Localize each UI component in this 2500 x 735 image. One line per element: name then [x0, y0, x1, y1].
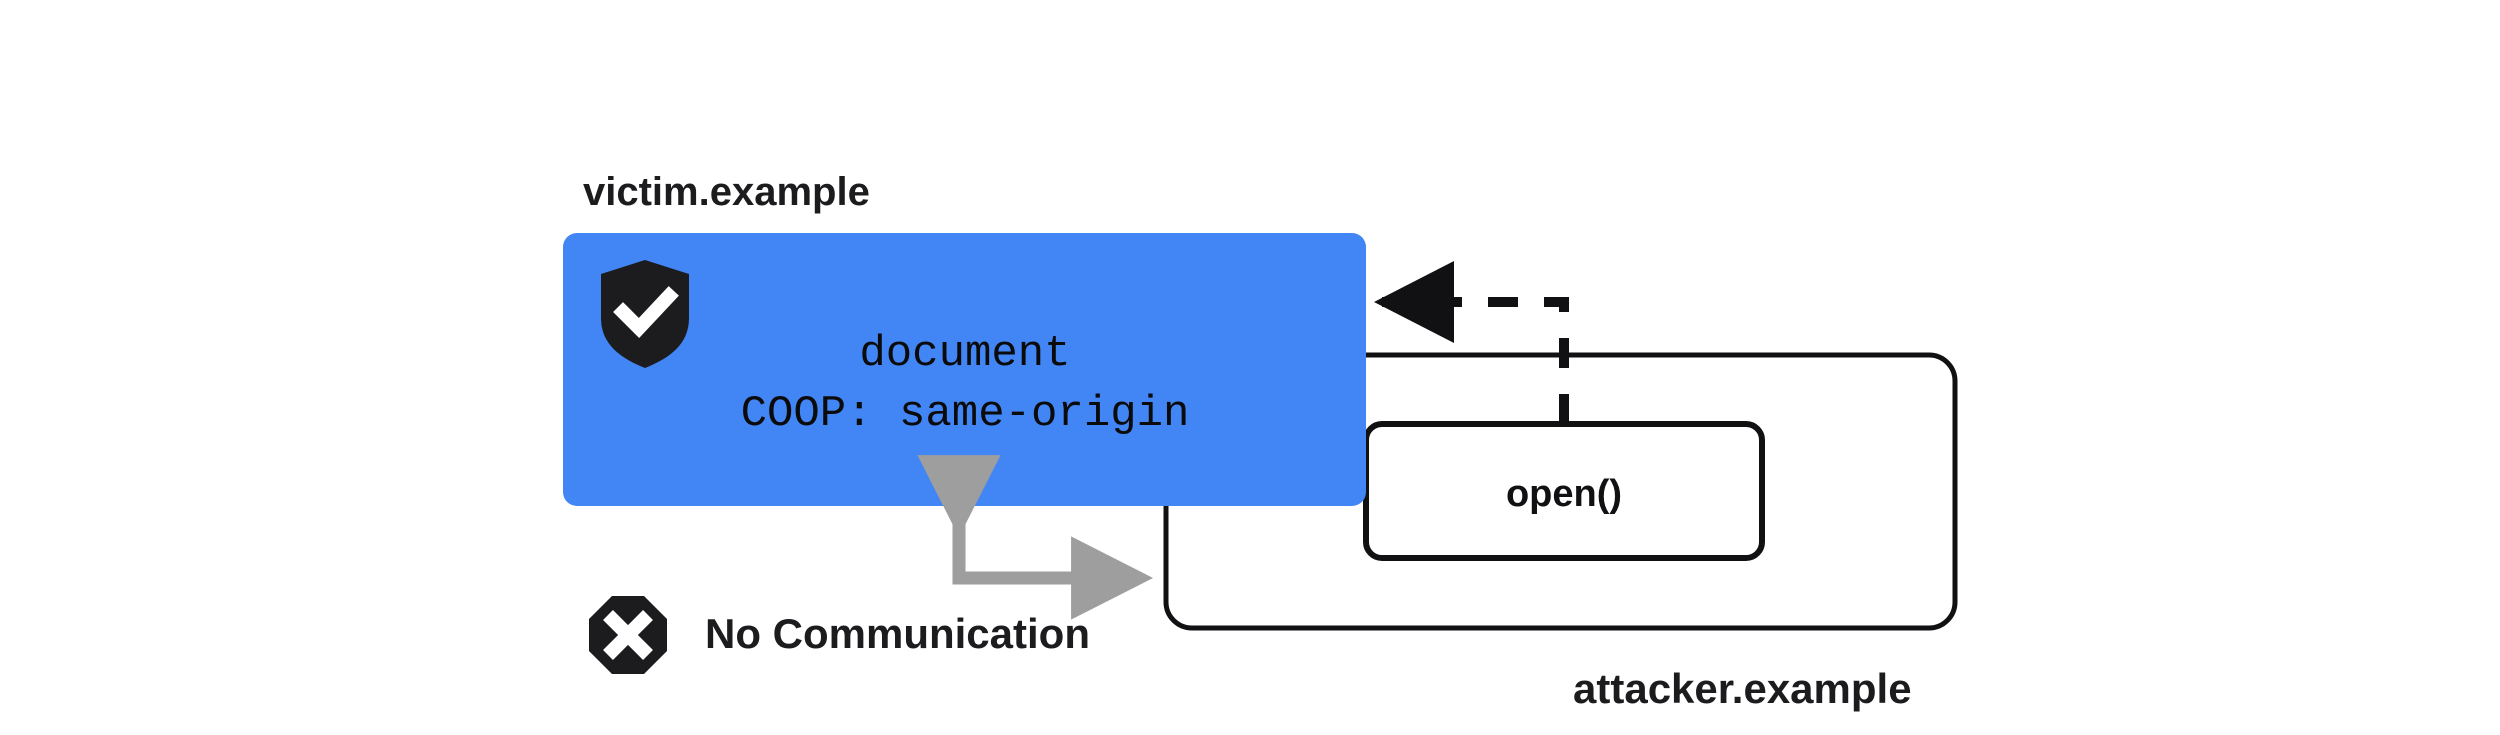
attacker-label: attacker.example	[1573, 665, 1912, 712]
open-call-label: open()	[1506, 473, 1622, 515]
victim-document-line: document	[859, 329, 1070, 379]
open-call-dashed-arrow	[1373, 261, 1569, 424]
no-communication-bidirectional-arrow	[917, 455, 1154, 620]
shield-check-icon	[601, 260, 689, 368]
x-octagon-icon	[589, 596, 667, 674]
victim-coop-line: COOP: same-origin	[741, 389, 1190, 439]
victim-label: victim.example	[583, 170, 870, 214]
no-communication-label: No Communication	[705, 610, 1090, 657]
victim-document-box	[563, 233, 1366, 506]
